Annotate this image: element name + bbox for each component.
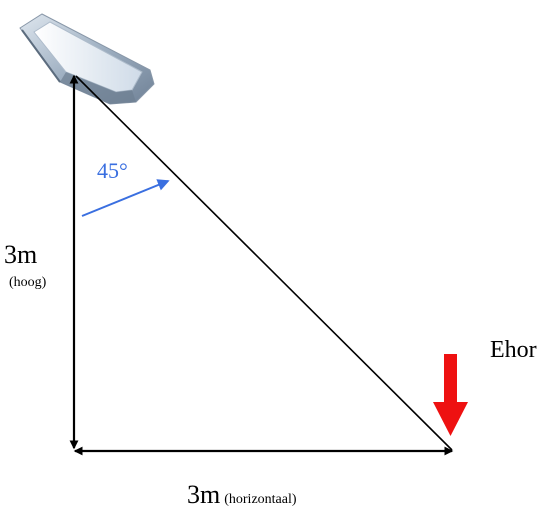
height-note: (hoog): [9, 275, 47, 290]
illuminance-label: Ehor: [490, 337, 537, 363]
width-note: (horizontaal): [224, 492, 297, 507]
angle-label: 45°: [97, 158, 128, 183]
width-label: 3m (horizontaal): [187, 482, 297, 508]
width-value: 3m: [187, 480, 221, 509]
light-ray-line: [75, 75, 453, 451]
lamp-icon: [19, 13, 155, 105]
height-value: 3m: [4, 240, 38, 269]
illuminance-arrow-icon: [433, 354, 468, 436]
angle-arrow: [81, 179, 170, 217]
